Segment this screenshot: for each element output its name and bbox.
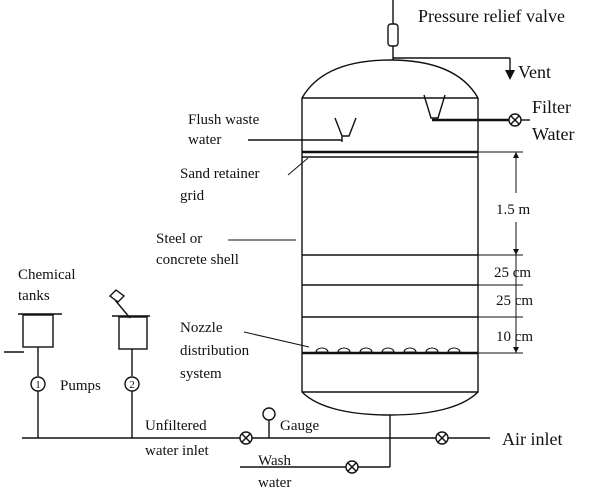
gauge-label: Gauge — [280, 418, 319, 434]
wash-troughs — [334, 94, 446, 142]
pump-1-number: 1 — [35, 379, 41, 391]
nozzle-label-3: system — [180, 366, 222, 382]
nozzle-label-1: Nozzle — [180, 320, 223, 336]
unfiltered-label-1: Unfiltered — [145, 418, 207, 434]
chemical-tank-2 — [108, 289, 150, 438]
filter-water-label-1: Filter — [532, 97, 571, 117]
flush-waste-label-2: water — [188, 132, 221, 148]
unfiltered-label-2: water inlet — [145, 443, 210, 459]
dimension-4-label: 10 cm — [496, 329, 533, 345]
pressure-relief-valve-label: Pressure relief valve — [418, 6, 565, 26]
vent-label: Vent — [518, 62, 551, 82]
pressure-relief-piping — [387, 0, 515, 80]
pump-2-number: 2 — [129, 379, 135, 391]
dimension-2-label: 25 cm — [494, 265, 531, 281]
dimension-markers — [478, 151, 523, 354]
bottom-piping — [22, 407, 490, 474]
chemical-tank-1 — [4, 313, 62, 438]
flush-waste-label-1: Flush waste — [188, 112, 260, 128]
wash-water-label-1: Wash — [258, 453, 291, 469]
nozzle-distribution — [302, 347, 478, 355]
sand-retainer-grid — [302, 150, 478, 158]
filter-water-outlet — [432, 113, 530, 127]
air-inlet-label: Air inlet — [502, 429, 563, 449]
steel-shell-label-1: Steel or — [156, 231, 202, 247]
pumps-label: Pumps — [60, 378, 101, 394]
chemical-tanks-label-1: Chemical — [18, 267, 75, 283]
leader-lines — [228, 157, 310, 348]
steel-shell-label-2: concrete shell — [156, 252, 239, 268]
sand-retainer-label-1: Sand retainer — [180, 166, 260, 182]
filter-water-label-2: Water — [532, 124, 575, 144]
media-layers — [302, 254, 478, 318]
sand-retainer-label-2: grid — [180, 188, 205, 204]
chemical-tanks-label-2: tanks — [18, 288, 50, 304]
filter-vessel — [301, 59, 479, 416]
nozzle-label-2: distribution — [180, 343, 250, 359]
dimension-3-label: 25 cm — [496, 293, 533, 309]
dimension-1-label: 1.5 m — [496, 202, 531, 218]
wash-water-label-2: water — [258, 475, 291, 491]
